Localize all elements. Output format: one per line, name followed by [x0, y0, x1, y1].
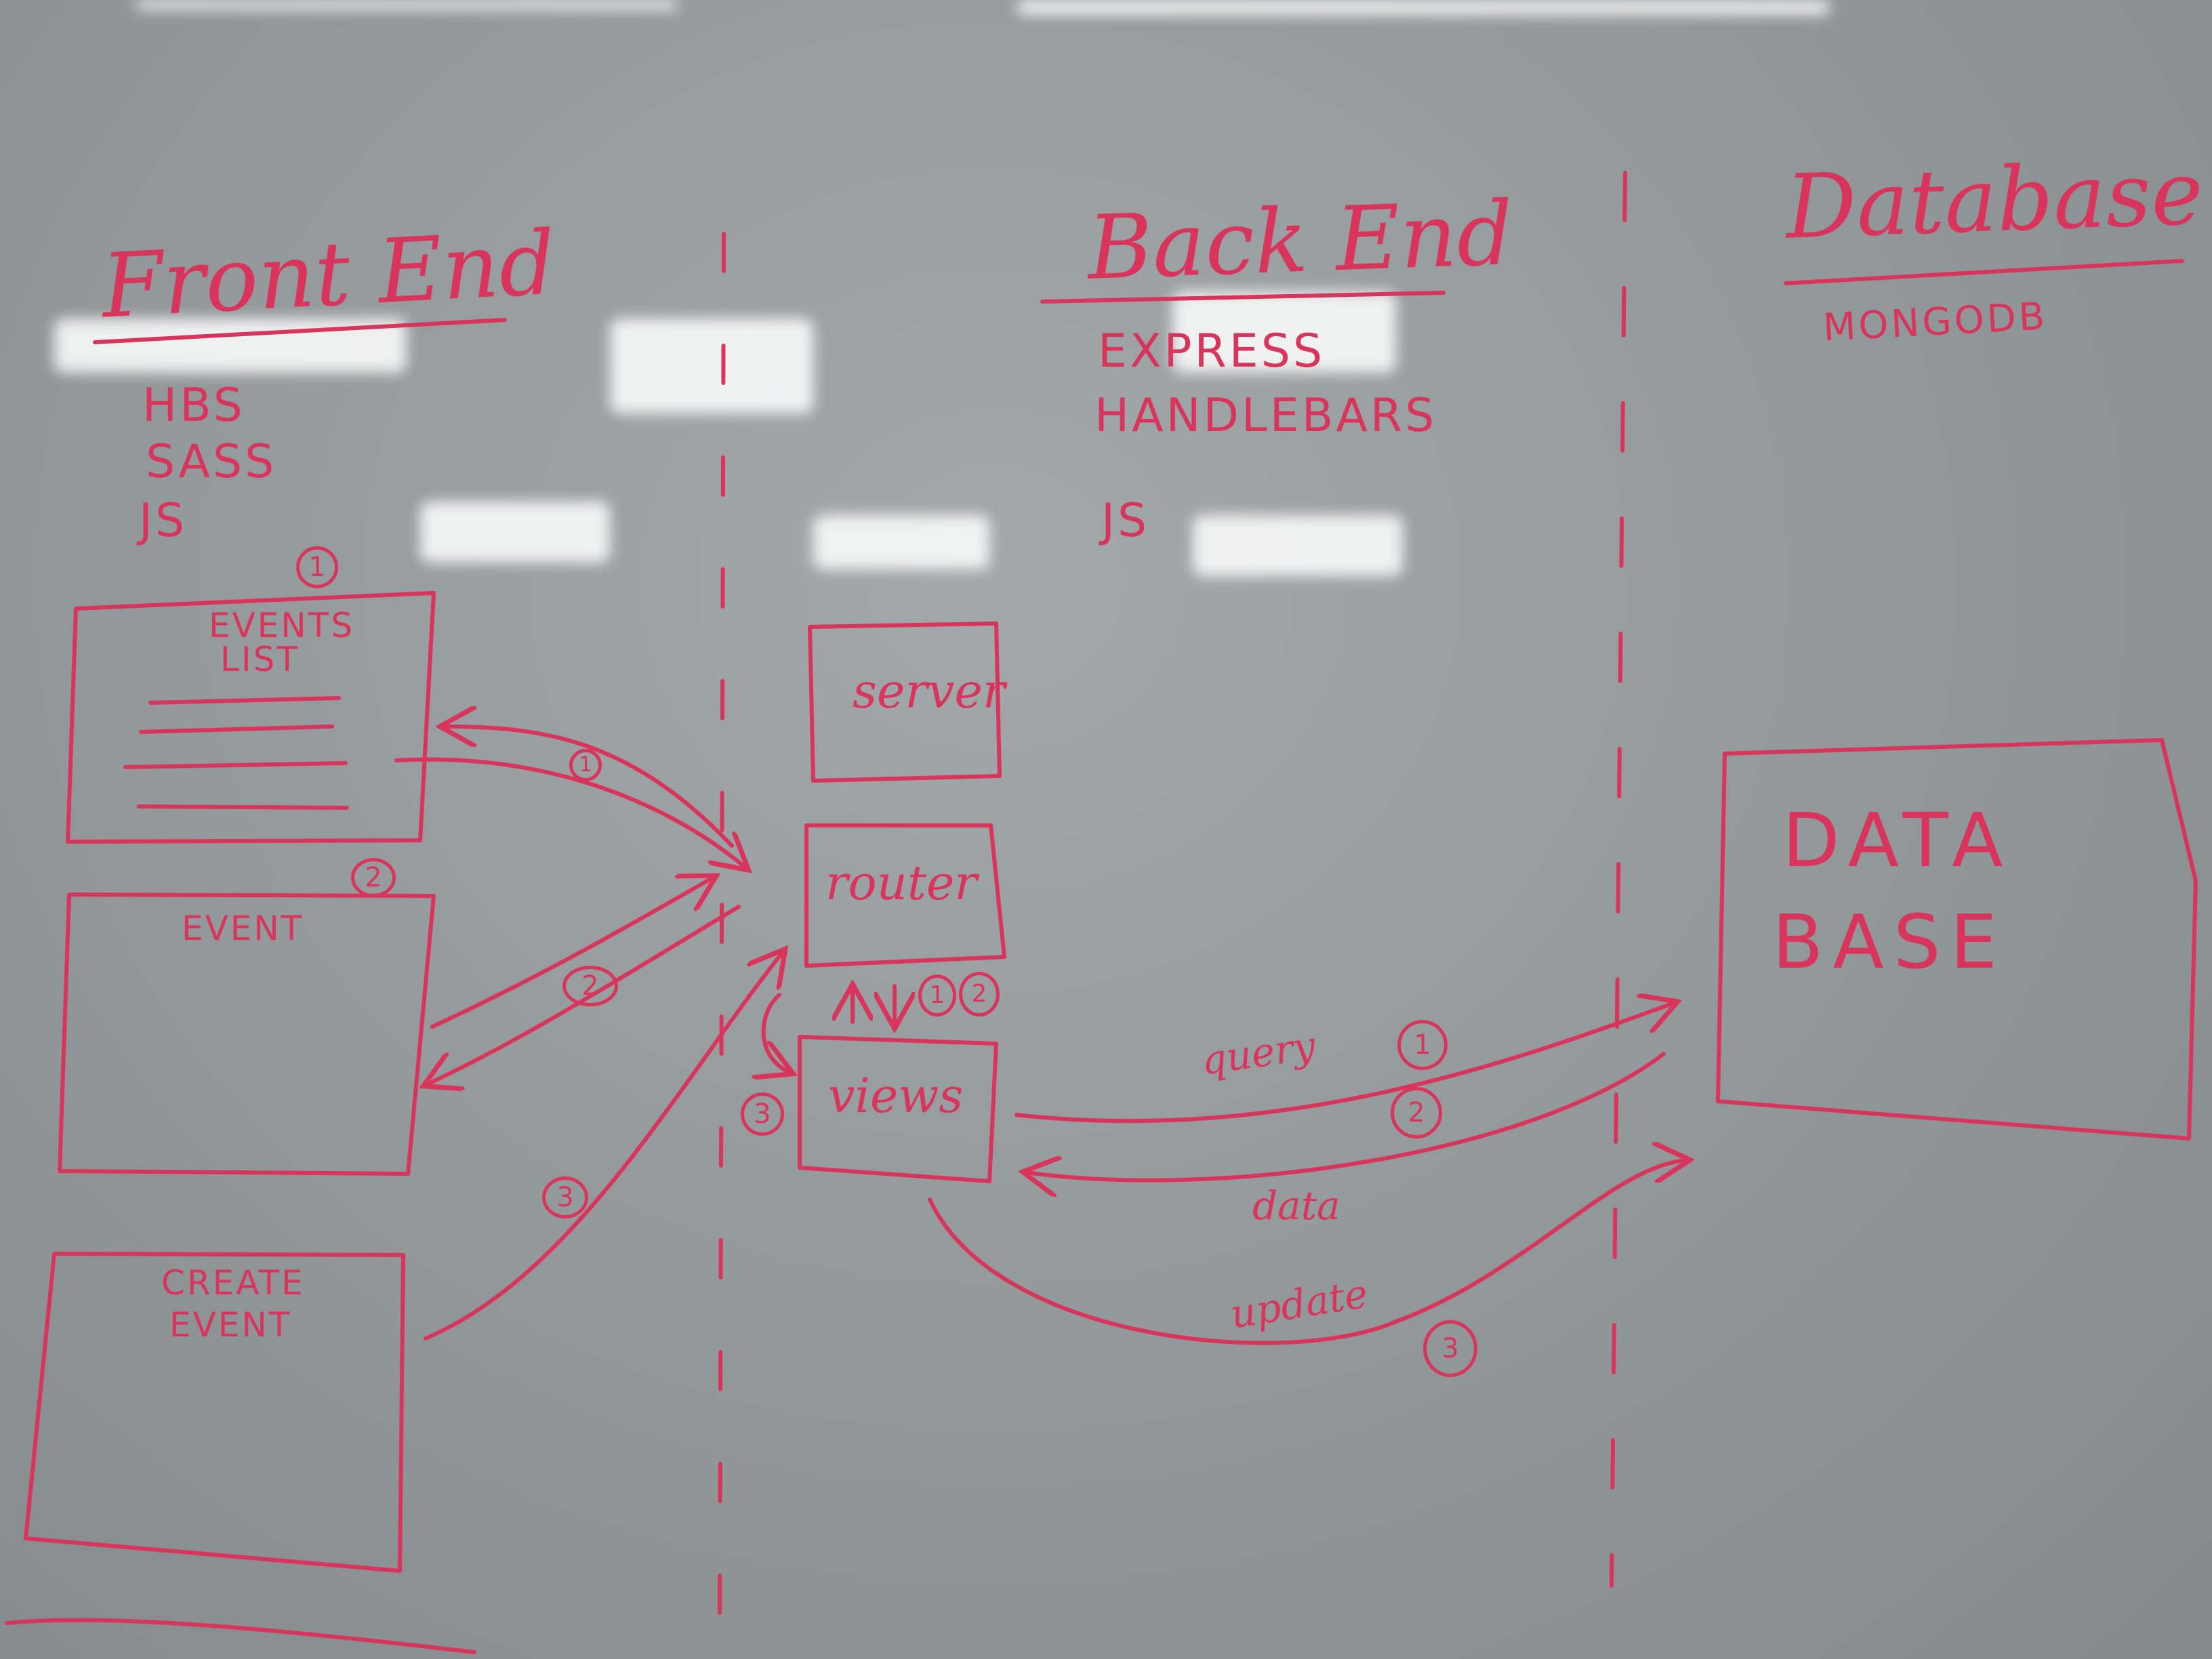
step-number-text: 2	[971, 980, 987, 1008]
light-glare	[420, 501, 610, 562]
step-number: 2	[351, 858, 396, 897]
events-list-line	[148, 696, 341, 705]
back-end-heading: Back End	[1086, 182, 1515, 300]
router-label: router	[825, 855, 977, 911]
create-event-box	[24, 1252, 405, 1573]
data-label: data	[1252, 1183, 1340, 1229]
step-number-text: 2	[581, 970, 599, 1002]
database-box-label: BASE	[1772, 899, 2007, 985]
step-number-text: 1	[929, 981, 945, 1009]
step-number-text: 3	[1441, 1333, 1459, 1364]
step-number-text: 2	[1408, 1097, 1425, 1128]
arrow-router-to-events-list	[444, 726, 734, 848]
light-glare	[1017, 0, 1830, 15]
create-event-title: CREATE	[161, 1263, 305, 1303]
step-number: 1	[296, 546, 338, 588]
tech-item: HBS	[142, 379, 245, 432]
arrow-events-list-to-router	[394, 757, 745, 867]
step-number-text: 3	[754, 1099, 771, 1130]
step-number: 2	[562, 966, 618, 1006]
step-number-text: 3	[556, 1182, 574, 1213]
event-box	[58, 893, 436, 1176]
events-list-title: EVENTS	[209, 606, 355, 645]
step-number-text: 1	[1414, 1029, 1431, 1061]
router-box	[804, 823, 1006, 968]
server-label: server	[853, 663, 1006, 719]
arrow-create-event-to-router	[424, 952, 783, 1340]
step-number-text: 2	[365, 862, 382, 893]
step-number: 1	[569, 749, 602, 781]
events-list-box	[66, 591, 436, 844]
database-box	[1716, 738, 2198, 1141]
database-underline	[1784, 259, 2184, 285]
step-number: 3	[741, 1092, 784, 1136]
events-list-title: LIST	[220, 640, 300, 679]
tech-item: HANDLEBARS	[1094, 389, 1437, 443]
arrow-update	[928, 1160, 1686, 1345]
tech-item: SASS	[146, 435, 277, 489]
event-title: EVENT	[182, 909, 304, 948]
front-end-underline	[93, 318, 507, 344]
arrow-data	[1027, 1052, 1666, 1181]
step-number: 2	[1391, 1087, 1442, 1139]
views-label: views	[828, 1068, 964, 1124]
light-glare	[610, 319, 813, 413]
database-box-label: DATA	[1782, 797, 2013, 884]
arrow-query	[1015, 1003, 1674, 1124]
step-number: 1	[1397, 1020, 1448, 1070]
light-glare	[136, 0, 678, 9]
divider-left	[718, 232, 726, 1629]
create-event-title: EVENT	[169, 1305, 292, 1345]
divider-right	[1610, 171, 1627, 1588]
server-box	[808, 621, 1002, 783]
front-end-heading: Front End	[99, 211, 558, 338]
step-number: 2	[959, 972, 1000, 1017]
step-number-text: 1	[579, 753, 592, 777]
arrow-views-self	[764, 993, 790, 1072]
marker-scribble	[5, 1618, 476, 1654]
tech-item: MONGODB	[1822, 294, 2049, 350]
tech-item: JS	[139, 494, 188, 548]
views-box	[798, 1035, 998, 1183]
events-list-line	[123, 761, 348, 769]
database-heading: Database	[1784, 141, 2205, 259]
tech-item: JS	[1101, 494, 1150, 548]
light-glare	[1172, 291, 1396, 373]
light-glare	[813, 515, 989, 569]
tech-item: EXPRESS	[1098, 325, 1326, 378]
back-end-underline	[1040, 291, 1446, 304]
light-glare	[1193, 515, 1403, 576]
arrow-event-to-router	[430, 878, 713, 1029]
step-number: 1	[918, 975, 956, 1017]
step-number: 3	[542, 1176, 588, 1218]
events-list-line	[137, 804, 349, 810]
step-number-text: 1	[308, 552, 326, 583]
events-list-line	[139, 724, 334, 734]
step-number: 3	[1423, 1320, 1477, 1377]
